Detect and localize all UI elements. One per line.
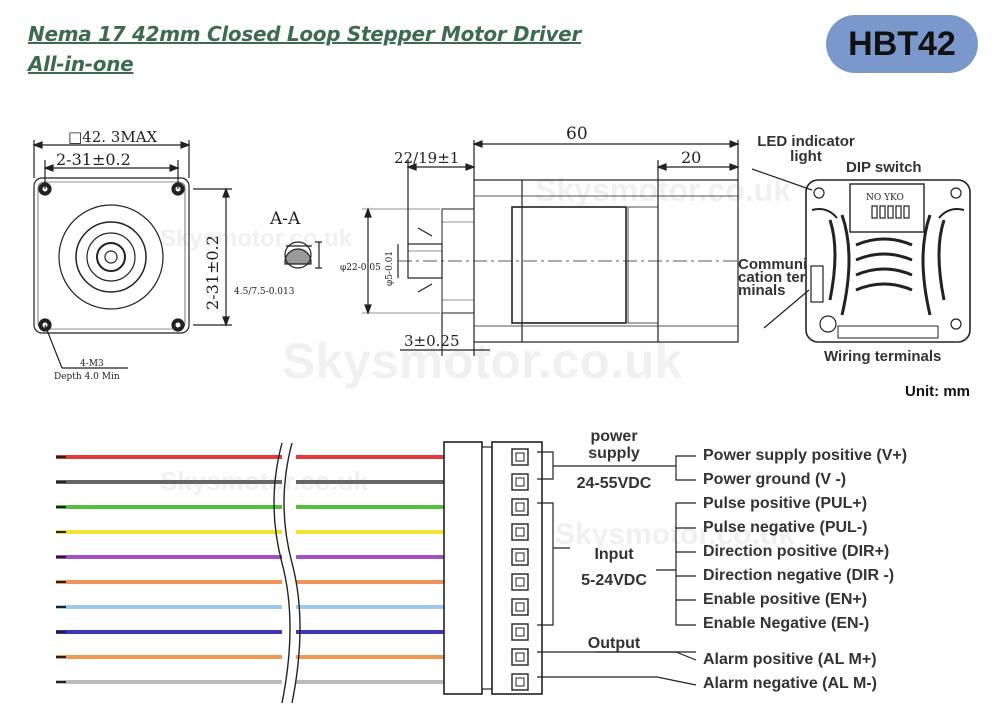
back-view [751, 168, 971, 343]
signal-label: Alarm negative (AL M-) [703, 675, 877, 692]
connector-pin-contact [515, 577, 525, 587]
dim-shaft-dia: φ5-0.01 [385, 251, 395, 286]
connector-pins [511, 448, 529, 691]
watermark-front: Skysmotor.co.uk [160, 225, 353, 252]
signal-label: Pulse positive (PUL+) [703, 495, 868, 512]
dim-depth: Depth 4.0 Min [54, 372, 120, 382]
connector-pin-contact [515, 452, 525, 462]
dim-end: 20 [681, 148, 701, 167]
dim-shaft: 22/19±1 [394, 149, 459, 167]
power-voltage-label: 24-55VDC [576, 475, 652, 492]
signal-label: Direction positive (DIR+) [703, 543, 890, 560]
dim-boss-dia: φ22-0.05 [340, 263, 381, 273]
section-name: A-A [269, 209, 301, 229]
input-voltage-label: 5-24VDC [581, 572, 647, 589]
dip-switch-text: NO YKO [866, 193, 904, 203]
dip-switch-label: DIP switch [846, 159, 922, 176]
unit-label: Unit: mm [905, 383, 970, 400]
connector-pin-contact [515, 552, 525, 562]
title-line-1: Nema 17 42mm Closed Loop Stepper Motor D… [28, 22, 582, 46]
dim-hole-spacing-top: 2-31±0.2 [56, 150, 131, 169]
signal-label: Power supply positive (V+) [703, 447, 908, 464]
connector-pin-contact [515, 502, 525, 512]
input-label: Input [594, 546, 634, 563]
title-line-2: All-in-one [28, 52, 134, 76]
section-view [284, 241, 322, 269]
power-supply-label: power supply [588, 428, 640, 462]
connector-pin-contact [515, 627, 525, 637]
connector-pin-contact [515, 602, 525, 612]
watermark-side: Skysmotor.co.uk [535, 172, 792, 208]
signal-label: Enable Negative (EN-) [703, 615, 870, 632]
connector-pin-contact [515, 477, 525, 487]
group-brackets [537, 451, 697, 686]
wire-break [273, 442, 301, 704]
signal-label: Enable positive (EN+) [703, 591, 868, 608]
output-label: Output [587, 635, 641, 652]
connector-pin-contact [515, 652, 525, 662]
dim-hole-spacing-side: 2-31±0.2 [203, 235, 222, 310]
dim-thread: 4-M3 [80, 359, 104, 369]
dim-outer-size: □42. 3MAX [68, 128, 158, 146]
section-flat: 4.5/7.5-0.013 [234, 287, 295, 297]
wiring-terminals-label: Wiring terminals [824, 348, 942, 365]
dim-length: 60 [566, 124, 588, 144]
signal-label: Power ground (V -) [703, 471, 847, 488]
side-view [362, 140, 740, 356]
wire-bundle [56, 455, 444, 684]
model-badge: HBT42 [826, 15, 978, 73]
led-indicator-label: LED indicator light [757, 133, 855, 165]
signal-label: Pulse negative (PUL-) [703, 519, 868, 536]
dim-boss: 3±0.25 [404, 332, 460, 350]
connector-pin-contact [515, 677, 525, 687]
signal-label: Direction negative (DIR -) [703, 567, 895, 584]
watermark-connector: Skysmotor.co.uk [555, 518, 796, 551]
front-view [32, 140, 232, 369]
signal-label: Alarm positive (AL M+) [703, 651, 877, 668]
connector-pin-contact [515, 527, 525, 537]
communication-terminals-label: Communication terminals [738, 256, 808, 299]
